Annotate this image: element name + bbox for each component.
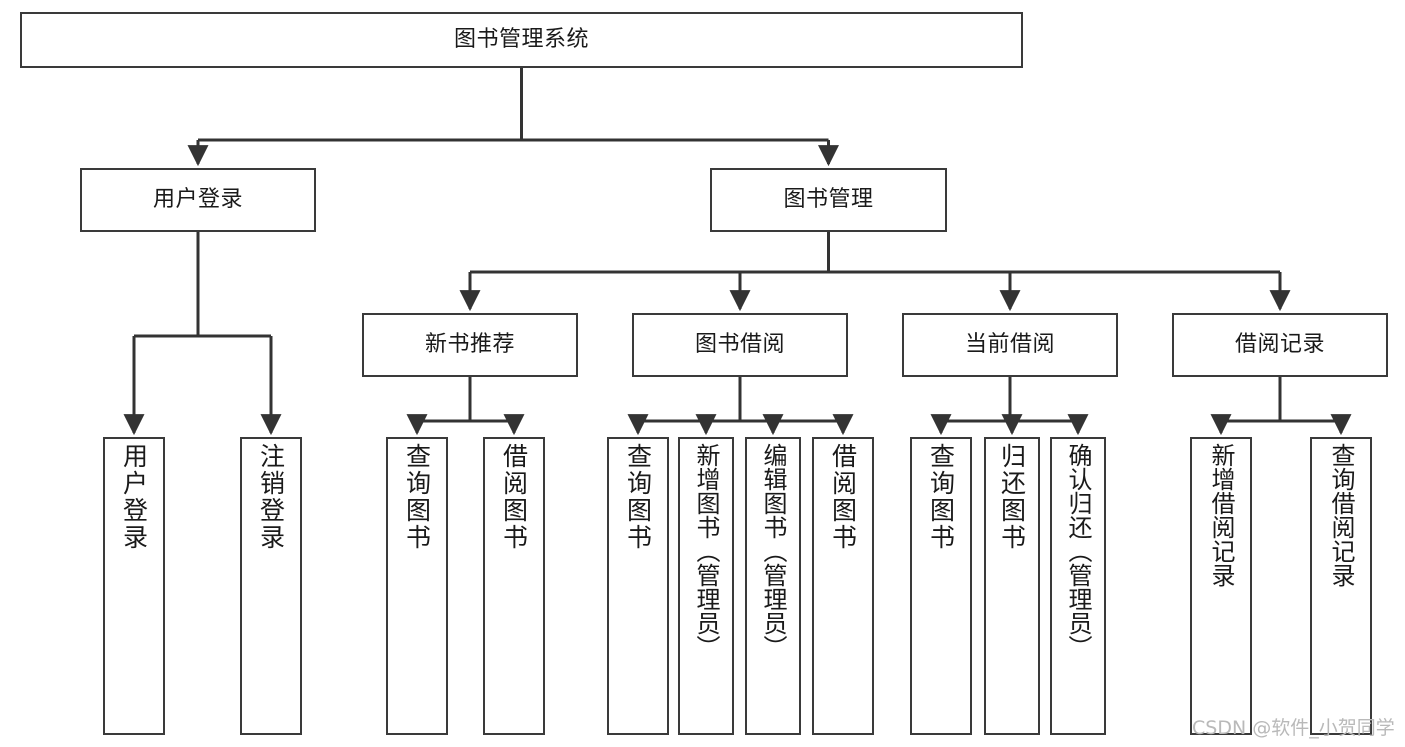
node-leaf-3[interactable]: 借阅图书: [483, 437, 545, 735]
node-leaf-12[interactable]: 查询借阅记录: [1310, 437, 1372, 735]
node-root[interactable]: 图书管理系统: [20, 12, 1023, 68]
node-leaf-10[interactable]: 确认归还（管理员）: [1050, 437, 1106, 735]
node-leaf-5[interactable]: 新增图书（管理员）: [678, 437, 734, 735]
node-label: 查询图书: [926, 443, 956, 551]
node-leaf-8[interactable]: 查询图书: [910, 437, 972, 735]
node-level3-1[interactable]: 图书借阅: [632, 313, 848, 377]
node-level3-0[interactable]: 新书推荐: [362, 313, 578, 377]
node-leaf-2[interactable]: 查询图书: [386, 437, 448, 735]
node-leaf-4[interactable]: 查询图书: [607, 437, 669, 735]
node-leaf-0[interactable]: 用户登录: [103, 437, 165, 735]
node-label: 编辑图书（管理员）: [759, 443, 787, 659]
node-label: 借阅记录: [1234, 332, 1325, 358]
node-label: 查询图书: [623, 443, 653, 551]
node-label: 归还图书: [997, 443, 1027, 551]
node-label: 注销登录: [256, 443, 286, 551]
node-label: 新书推荐: [424, 332, 515, 358]
node-leaf-11[interactable]: 新增借阅记录: [1190, 437, 1252, 735]
node-label: 新增借阅记录: [1207, 443, 1235, 587]
node-label: 新增图书（管理员）: [692, 443, 720, 659]
node-level2-0[interactable]: 用户登录: [80, 168, 316, 232]
node-label: 图书管理系统: [453, 27, 589, 53]
node-label: 当前借阅: [964, 332, 1055, 358]
node-label: 图书管理: [783, 187, 874, 213]
node-level3-3[interactable]: 借阅记录: [1172, 313, 1388, 377]
node-label: 借阅图书: [499, 443, 529, 551]
watermark-text: CSDN @软件_小贺同学: [1192, 717, 1395, 739]
node-level2-1[interactable]: 图书管理: [710, 168, 947, 232]
node-label: 用户登录: [119, 443, 149, 551]
node-leaf-6[interactable]: 编辑图书（管理员）: [745, 437, 801, 735]
node-leaf-9[interactable]: 归还图书: [984, 437, 1040, 735]
node-leaf-7[interactable]: 借阅图书: [812, 437, 874, 735]
node-label: 用户登录: [152, 187, 243, 213]
node-label: 图书借阅: [694, 332, 785, 358]
node-leaf-1[interactable]: 注销登录: [240, 437, 302, 735]
node-label: 查询图书: [402, 443, 432, 551]
node-label: 借阅图书: [828, 443, 858, 551]
node-level3-2[interactable]: 当前借阅: [902, 313, 1118, 377]
node-label: 查询借阅记录: [1327, 443, 1355, 587]
node-label: 确认归还（管理员）: [1064, 443, 1092, 659]
